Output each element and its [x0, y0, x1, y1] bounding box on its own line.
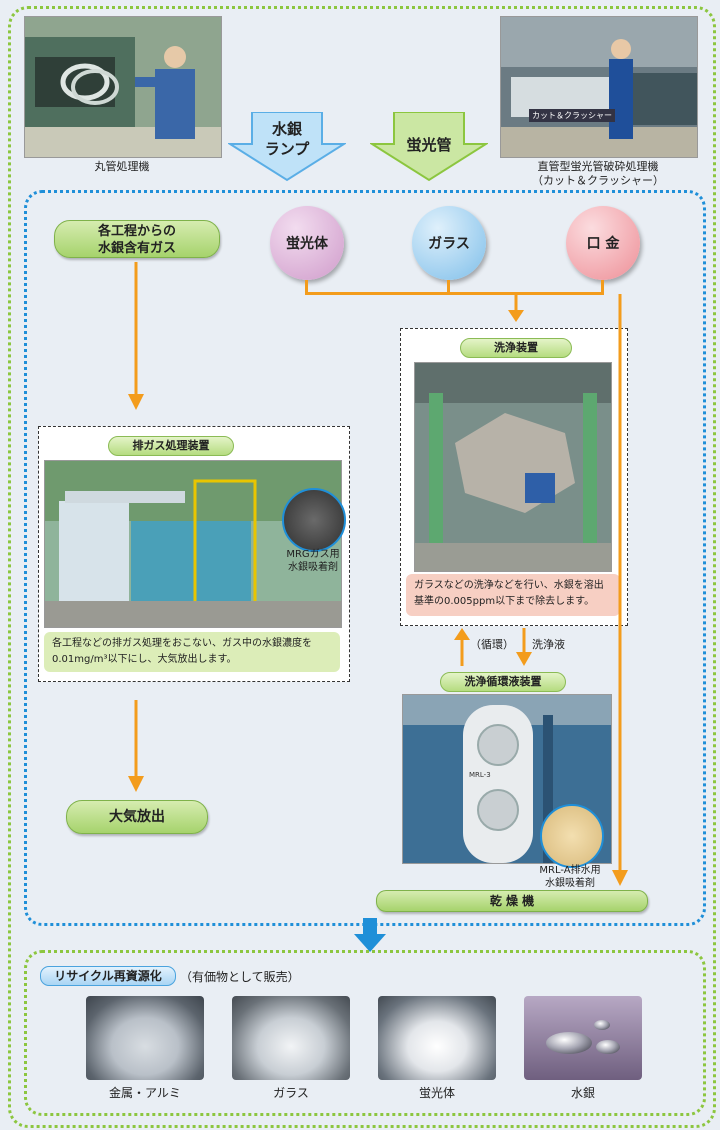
- mercury-drop-small: [596, 1040, 620, 1054]
- wash-machine-photo: [414, 362, 612, 572]
- machine-sign: カット＆クラッシャー: [529, 109, 615, 122]
- round-tube-machine-image: [25, 17, 221, 157]
- cycle-label: （循環）: [470, 638, 514, 651]
- connector-cap-down: [601, 280, 604, 294]
- cycle-up-arrow: [454, 628, 470, 666]
- mrl-adsorbent-label-line2: 水銀吸着剤: [545, 878, 595, 889]
- arrow-gas-to-exhaust: [128, 262, 144, 410]
- mercury-lamp-arrow: [228, 112, 346, 182]
- exhaust-desc-line1: 各工程などの排ガス処理をおこない、ガス中の水銀濃度を: [52, 638, 312, 649]
- wash-liquid-down-arrow: [516, 628, 532, 666]
- round-tube-machine-photo: [24, 16, 222, 158]
- arrow-exhaust-to-release: [128, 700, 144, 792]
- mercury-product-image: [524, 996, 642, 1080]
- wash-title: 洗浄装置: [460, 338, 572, 358]
- mrg-adsorbent-label-line1: MRGガス用: [286, 549, 340, 560]
- arrow-to-wash: [508, 294, 524, 322]
- base-cap-circle: 口 金: [566, 206, 640, 280]
- phosphor-circle: 蛍光体: [270, 206, 344, 280]
- straight-tube-crusher-image: [501, 17, 697, 157]
- exhaust-gas-title: 排ガス処理装置: [108, 436, 234, 456]
- wash-desc-line2: 基準の0.005ppm以下まで除去します。: [414, 596, 595, 607]
- atmospheric-release-pill: 大気放出: [66, 800, 208, 834]
- connector-horizontal: [305, 292, 604, 295]
- mercury-product-label: 水銀: [570, 1086, 595, 1100]
- mercury-gas-source-pill: 各工程からの 水銀含有ガス: [54, 220, 220, 258]
- dryer-bar: 乾 燥 機: [376, 890, 648, 912]
- fluorescent-tube-arrow: [370, 112, 488, 182]
- circulation-title: 洗浄循環液装置: [440, 672, 566, 692]
- metal-aluminum-image: [86, 996, 204, 1080]
- exhaust-gas-image: [45, 461, 341, 627]
- mercury-lamp-label-line1: 水銀: [271, 120, 302, 138]
- arrow-to-recycle: [354, 918, 386, 952]
- straight-tube-crusher-caption-line2: （カット＆クラッシャー）: [532, 174, 664, 187]
- straight-tube-crusher-caption-line1: 直管型蛍光管破砕処理機: [537, 160, 659, 173]
- wash-desc-line1: ガラスなどの洗浄などを行い、水銀を溶出: [414, 580, 604, 591]
- recycle-subtitle: （有価物として販売）: [180, 970, 300, 984]
- wash-machine-image: [415, 363, 611, 571]
- mercury-lamp-label-line2: ランプ: [264, 140, 310, 158]
- glass-product-image: [232, 996, 350, 1080]
- glass-circle: ガラス: [412, 206, 486, 280]
- outer-dotted-border: [8, 6, 716, 1128]
- straight-tube-crusher-photo: カット＆クラッシャー: [500, 16, 698, 158]
- mrg-adsorbent-sample: [282, 488, 346, 552]
- round-tube-machine-caption: 丸管処理機: [94, 160, 150, 173]
- phosphor-product-image: [378, 996, 496, 1080]
- mrl-adsorbent-sample: [540, 804, 604, 868]
- exhaust-gas-description: 各工程などの排ガス処理をおこない、ガス中の水銀濃度を 0.01mg/m³以下にし…: [44, 632, 340, 672]
- wash-liquid-label: 洗浄液: [532, 638, 565, 651]
- arrow-to-dryer: [612, 294, 628, 886]
- metal-aluminum-label: 金属・アルミ: [109, 1086, 181, 1100]
- glass-product-label: ガラス: [273, 1086, 309, 1100]
- connector-glass-down: [447, 280, 450, 294]
- exhaust-desc-line2: 0.01mg/m³以下にし、大気放出します。: [52, 654, 237, 665]
- mercury-drop-tiny: [594, 1020, 610, 1030]
- recycle-area-border: [24, 950, 706, 1116]
- recycle-title: リサイクル再資源化: [40, 966, 176, 986]
- connector-phosphor-down: [305, 280, 308, 294]
- phosphor-product-label: 蛍光体: [418, 1086, 455, 1100]
- mercury-drop-large: [546, 1032, 592, 1054]
- tank-label: MRL-3: [469, 771, 491, 779]
- wash-description: ガラスなどの洗浄などを行い、水銀を溶出 基準の0.005ppm以下まで除去します…: [406, 574, 620, 616]
- gas-source-line2: 水銀含有ガス: [97, 241, 176, 256]
- gas-source-line1: 各工程からの: [97, 224, 176, 239]
- mrl-adsorbent-label-line1: MRL-A排水用: [539, 865, 601, 876]
- fluorescent-tube-label: 蛍光管: [406, 136, 452, 154]
- mrg-adsorbent-label-line2: 水銀吸着剤: [288, 562, 338, 573]
